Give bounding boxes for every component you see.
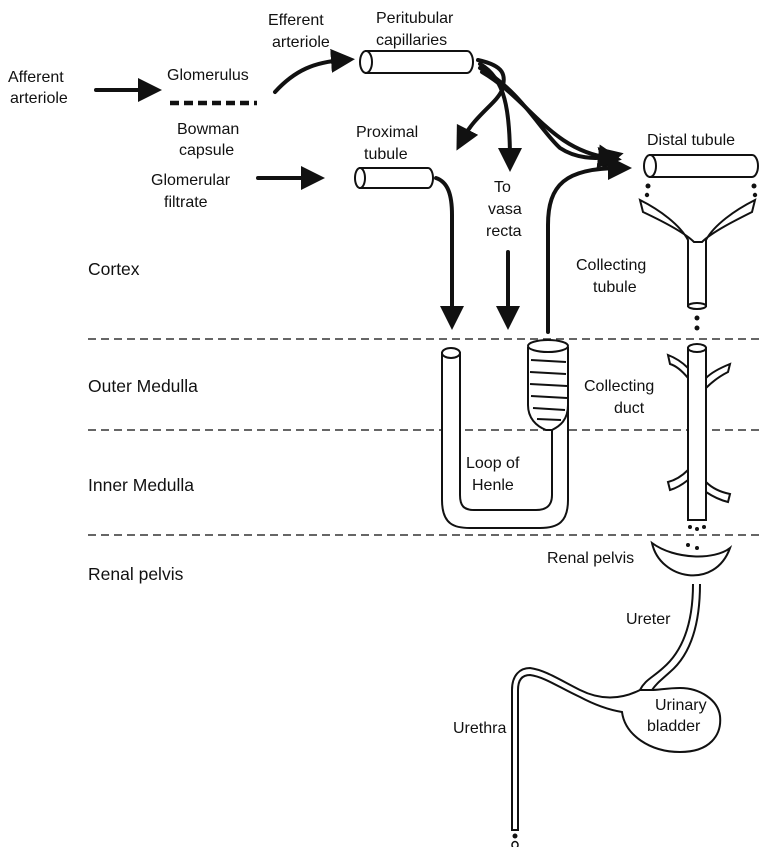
- collecting-duct-label-line2: duct: [614, 400, 645, 417]
- bladder-label-line1: Urinary: [655, 697, 707, 714]
- efferent-label-line2: arteriole: [272, 34, 330, 51]
- afferent-label-line2: arteriole: [10, 90, 68, 107]
- collecting-duct-shape: [666, 343, 732, 531]
- bowman-label-line2: capsule: [179, 142, 234, 159]
- peritubular-label-line2: capillaries: [376, 32, 447, 49]
- to-vasa-recta-label-line3: recta: [486, 223, 522, 240]
- collecting-tubule-label-line2: tubule: [593, 279, 637, 296]
- ureter-line-1: [639, 583, 694, 691]
- peritubular-capillary-tube: [359, 50, 474, 74]
- to-vasa-recta-label-line2: vasa: [488, 201, 522, 218]
- distal-tubule-tube: [643, 154, 759, 198]
- collecting-tubule-shape: [638, 198, 757, 331]
- efferent-arrow: [273, 48, 355, 94]
- to-distal-arrow-1: [478, 66, 624, 171]
- loop-of-henle-label-line2: Henle: [472, 477, 514, 494]
- proximal-tubule-tube: [354, 167, 434, 189]
- to-distal-arrow-2: [480, 70, 622, 169]
- bladder-label-line2: bladder: [647, 718, 701, 735]
- loop-of-henle: [441, 339, 569, 529]
- zone-inner-medulla-label: Inner Medulla: [88, 475, 194, 495]
- collecting-duct-label-line1: Collecting: [584, 378, 654, 395]
- proximal-label-line1: Proximal: [356, 124, 418, 141]
- efferent-label-line1: Efferent: [268, 12, 324, 29]
- zone-outer-medulla-label: Outer Medulla: [88, 376, 198, 396]
- renal-pelvis-organ-label: Renal pelvis: [547, 550, 634, 567]
- to-vasa-recta-arrow: [478, 62, 522, 172]
- collecting-tubule-label-line1: Collecting: [576, 257, 646, 274]
- proximal-to-loop-arrow: [434, 176, 464, 330]
- ureter-line-2: [651, 583, 701, 691]
- distal-tubule-label: Distal tubule: [647, 132, 735, 149]
- ureter-label: Ureter: [626, 611, 671, 628]
- glomerulus-label: Glomerulus: [167, 67, 249, 84]
- zone-renal-pelvis-label: Renal pelvis: [88, 564, 184, 584]
- to-vasa-recta-label-line1: To: [494, 179, 511, 196]
- glomerular-filtrate-label-line1: Glomerular: [151, 172, 231, 189]
- bladder-urethra: [511, 666, 722, 847]
- urethra-label: Urethra: [453, 720, 506, 737]
- glomerular-filtrate-label-line2: filtrate: [164, 194, 208, 211]
- loop-of-henle-label-line1: Loop of: [466, 455, 520, 472]
- bowman-label-line1: Bowman: [177, 121, 239, 138]
- zone-cortex-label: Cortex: [88, 259, 140, 279]
- proximal-label-line2: tubule: [364, 146, 408, 163]
- peritubular-label-line1: Peritubular: [376, 10, 454, 27]
- afferent-label-line1: Afferent: [8, 69, 64, 86]
- loop-to-distal-arrow: [546, 156, 632, 334]
- renal-pelvis-cup: [650, 540, 733, 577]
